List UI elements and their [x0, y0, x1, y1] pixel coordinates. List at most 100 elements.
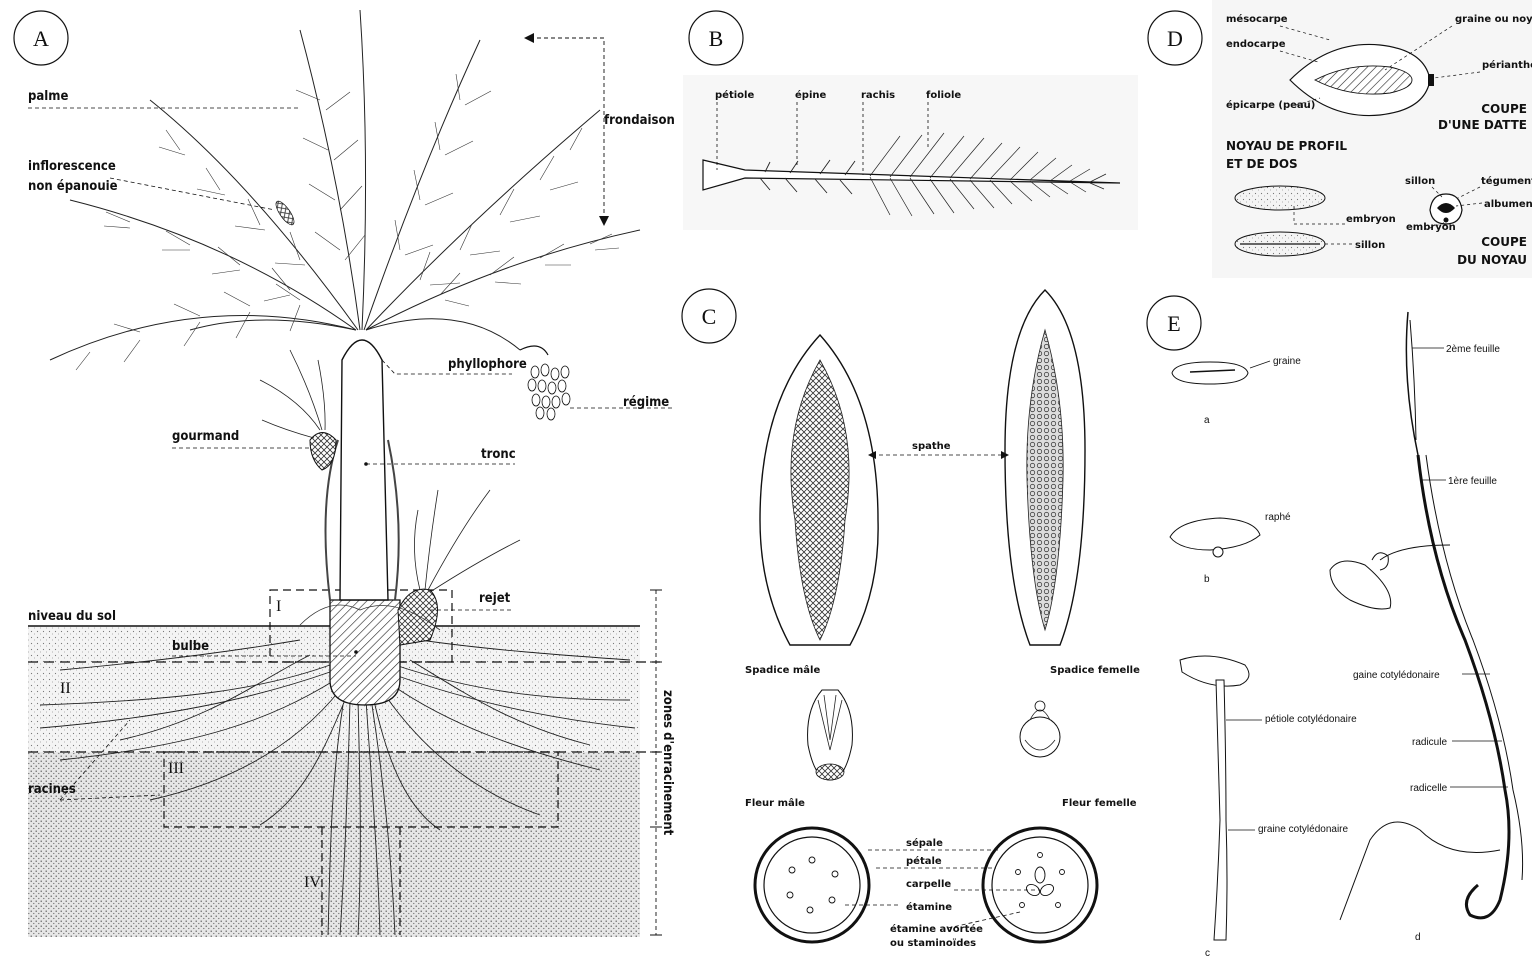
label-noyau-profil-1: NOYAU DE PROFIL	[1226, 139, 1347, 153]
panel-d: D mésocarpe endocarpe épicarpe (peau) gr…	[1148, 0, 1532, 278]
label-spathe: spathe	[912, 441, 951, 452]
zone-IV-label: IV	[304, 874, 321, 891]
label-niveau-du-sol: niveau du sol	[28, 609, 116, 624]
panel-d-letter: D	[1167, 26, 1183, 51]
spathe-male	[760, 335, 878, 645]
label-inflorescence-1: inflorescence	[28, 159, 116, 174]
seedling-d	[1330, 312, 1523, 920]
panel-a-letter: A	[33, 26, 49, 51]
label-rejet: rejet	[479, 591, 511, 606]
panel-a: A	[14, 10, 675, 937]
arrow-frondaison-top	[524, 33, 534, 43]
label-mesocarpe: mésocarpe	[1226, 13, 1288, 25]
leaders-d	[1412, 348, 1508, 787]
label-graine: graine	[1273, 356, 1301, 367]
flower-female	[1020, 701, 1060, 757]
label-premiere-feuille: 1ère feuille	[1448, 476, 1497, 487]
floral-diagram-female	[983, 828, 1097, 942]
label-palme: palme	[28, 89, 68, 104]
label-coupe-noyau-1: COUPE	[1481, 235, 1527, 249]
label-petiole-cotyledonaire: pétiole cotylédonaire	[1265, 714, 1357, 725]
label-etamine-avortee-1: étamine avortée	[890, 923, 983, 935]
label-sillon: sillon	[1355, 240, 1385, 251]
seedling-a	[1172, 362, 1248, 384]
label-epine: épine	[795, 89, 826, 101]
label-frondaison: frondaison	[604, 113, 675, 128]
label-d: d	[1415, 932, 1421, 943]
label-fleur-femelle: Fleur femelle	[1062, 798, 1137, 809]
label-endocarpe: endocarpe	[1226, 39, 1286, 50]
frond-leaflets	[76, 74, 619, 370]
label-tronc: tronc	[481, 447, 516, 462]
panel-e: E graine a raphé b pétiole cotylédonaire…	[1147, 296, 1523, 959]
label-sillon-2: sillon	[1405, 176, 1435, 187]
label-racines: racines	[28, 782, 76, 797]
label-inflorescence-2: non épanouie	[28, 179, 118, 194]
label-zones-enracinement: zones d'enracinement	[660, 690, 675, 836]
label-fleur-male: Fleur mâle	[745, 797, 805, 809]
label-etamine: étamine	[906, 901, 952, 913]
arrow-frondaison-bottom	[599, 216, 609, 226]
label-noyau-profil-2: ET DE DOS	[1226, 157, 1298, 171]
label-coupe-noyau-2: DU NOYAU	[1457, 253, 1527, 267]
date-bunch	[520, 346, 570, 420]
label-gourmand: gourmand	[172, 429, 239, 444]
label-coupe-datte-1: COUPE	[1481, 102, 1527, 116]
label-albumen: albumen	[1484, 199, 1532, 210]
panel-c-letter: C	[702, 304, 717, 329]
label-b: b	[1204, 574, 1210, 585]
label-radicule: radicule	[1412, 737, 1447, 748]
floral-diagram-male	[755, 828, 869, 942]
label-bulbe: bulbe	[172, 639, 209, 654]
label-phyllophore: phyllophore	[448, 357, 527, 372]
soil-layer-IV	[28, 827, 640, 937]
panel-b: B pétiole épine rachis foliole	[683, 11, 1138, 230]
gourmand-offshoot	[260, 350, 336, 470]
panel-c: C spathe Spadice mâle Spadice femelle Fl…	[682, 289, 1140, 949]
flower-male	[808, 690, 853, 780]
label-perianthe: périanthe	[1482, 59, 1532, 71]
label-rachis: rachis	[861, 90, 895, 101]
seedling-b	[1170, 518, 1260, 550]
panel-e-letter: E	[1167, 311, 1180, 336]
seed-profile	[1235, 186, 1325, 210]
label-c: c	[1205, 948, 1210, 959]
spathe-female	[1005, 290, 1085, 645]
zone-II-label: II	[60, 680, 71, 697]
label-etamine-avortee-2: ou staminoïdes	[890, 938, 976, 949]
zone-III-label: III	[168, 760, 184, 777]
bulb	[330, 600, 400, 705]
label-graine-cotyledonaire: graine cotylédonaire	[1258, 824, 1348, 835]
label-sepale: sépale	[906, 837, 943, 849]
label-epicarpe: épicarpe (peau)	[1226, 99, 1315, 111]
label-embryon: embryon	[1346, 214, 1396, 225]
frond-crown	[50, 10, 640, 360]
seedling-b-bud	[1213, 547, 1223, 557]
label-tegument: tégument	[1481, 175, 1532, 187]
seedling-c-stalk	[1214, 680, 1227, 940]
rejet-offshoot	[398, 490, 520, 645]
label-gaine-cotyledonaire: gaine cotylédonaire	[1353, 670, 1440, 681]
label-petale: pétale	[906, 855, 942, 867]
label-spadice-femelle: Spadice femelle	[1050, 665, 1140, 676]
zone-I-label: I	[276, 598, 281, 615]
label-deuxieme-feuille: 2ème feuille	[1446, 344, 1500, 355]
seed-cross-section	[1430, 194, 1462, 224]
trunk	[340, 340, 388, 600]
leader-inflorescence	[110, 178, 275, 210]
label-raphe: raphé	[1265, 512, 1291, 523]
label-spadice-male: Spadice mâle	[745, 664, 820, 676]
label-a: a	[1204, 415, 1210, 426]
dot-tronc	[364, 462, 368, 466]
leader-graine	[1250, 361, 1270, 368]
dot-bulbe	[354, 650, 358, 654]
inflorescence	[273, 199, 297, 228]
leaders-c	[1226, 720, 1262, 830]
frondaison-bracket	[530, 38, 604, 222]
label-carpelle: carpelle	[906, 879, 951, 890]
label-foliole: foliole	[926, 90, 961, 101]
panel-b-letter: B	[709, 26, 724, 51]
label-radicelle: radicelle	[1410, 783, 1448, 794]
seedling-c-seed	[1180, 656, 1249, 686]
